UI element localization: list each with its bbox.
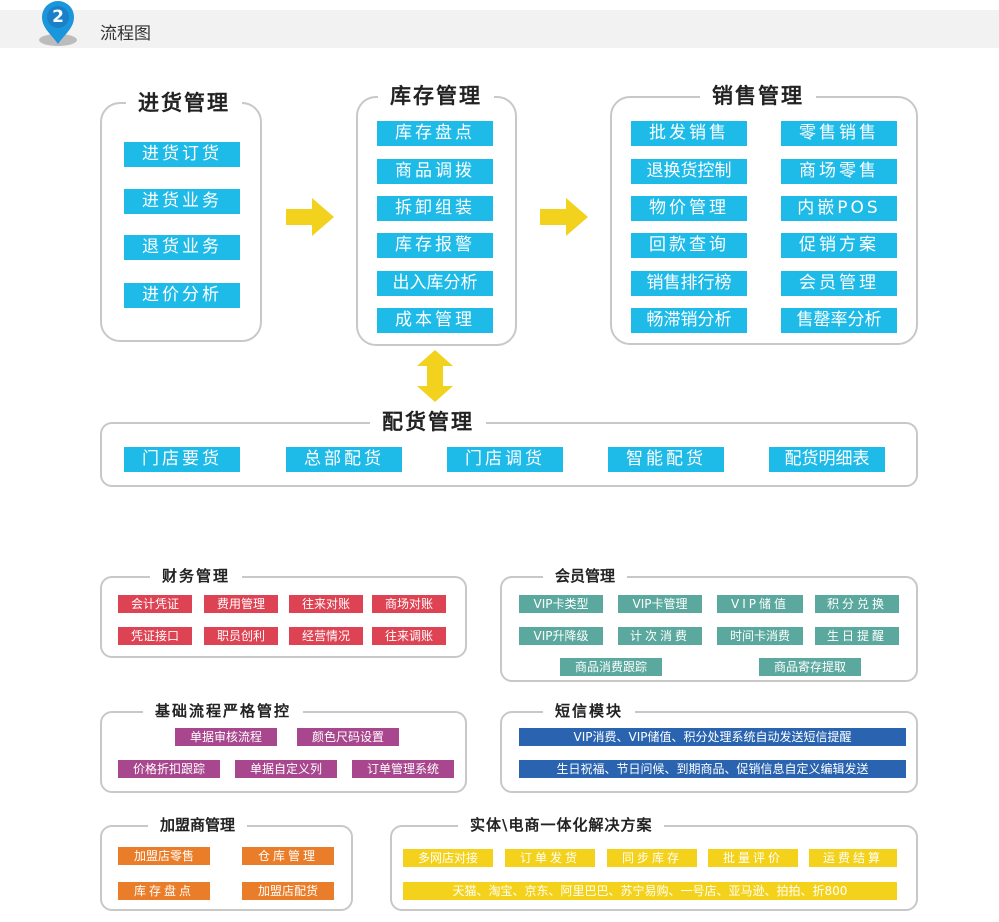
- distribution-chip[interactable]: 智能配货: [608, 447, 724, 472]
- sales-chip[interactable]: 售罄率分析: [781, 308, 897, 333]
- member-chip[interactable]: VIP升降级: [519, 627, 603, 645]
- member-chip[interactable]: 时间卡消费: [717, 627, 803, 645]
- basic-process-chip[interactable]: 单据自定义列: [235, 760, 337, 778]
- ecommerce-chip[interactable]: 同步库存: [607, 849, 697, 867]
- basic-process-chip[interactable]: 颜色尺码设置: [297, 728, 399, 746]
- inventory-chip[interactable]: 库存盘点: [377, 121, 493, 146]
- distribution-chip[interactable]: 总部配货: [286, 447, 402, 472]
- sales-chip[interactable]: 批发销售: [631, 121, 747, 146]
- step-number: 2: [52, 7, 64, 27]
- ecommerce-chip[interactable]: 多网店对接: [403, 849, 493, 867]
- ecommerce-chip[interactable]: 天猫、淘宝、京东、阿里巴巴、苏宁易购、一号店、亚马逊、拍拍、折800: [403, 882, 897, 900]
- finance-chip[interactable]: 往来调账: [372, 627, 446, 645]
- sms-chip[interactable]: VIP消费、VIP储值、积分处理系统自动发送短信提醒: [519, 728, 906, 746]
- finance-chip[interactable]: 费用管理: [204, 595, 278, 613]
- member-chip[interactable]: 商品消费跟踪: [560, 658, 662, 676]
- inventory-chip[interactable]: 出入库分析: [377, 271, 493, 296]
- distribution-chip[interactable]: 门店调货: [447, 447, 563, 472]
- ecommerce-chip[interactable]: 批量评价: [708, 849, 798, 867]
- arrow-right-icon: [286, 198, 334, 236]
- sms-group: [500, 711, 918, 793]
- sms-chip[interactable]: 生日祝福、节日问候、到期商品、促销信息自定义编辑发送: [519, 760, 906, 778]
- member-title: 会员管理: [543, 563, 628, 589]
- member-chip[interactable]: VIP卡管理: [618, 595, 702, 613]
- inventory-chip[interactable]: 成本管理: [377, 308, 493, 333]
- location-pin-icon: [39, 1, 77, 46]
- basic-process-chip[interactable]: 订单管理系统: [352, 760, 454, 778]
- sales-title: 销售管理: [700, 83, 816, 109]
- sales-chip[interactable]: 回款查询: [631, 233, 747, 258]
- inventory-chip[interactable]: 商品调拨: [377, 159, 493, 184]
- franchise-chip[interactable]: 库存盘点: [118, 882, 210, 900]
- sales-chip[interactable]: 退换货控制: [631, 159, 747, 184]
- franchise-chip[interactable]: 加盟店零售: [118, 847, 210, 865]
- distribution-chip[interactable]: 配货明细表: [769, 447, 885, 472]
- basic-process-chip[interactable]: 单据审核流程: [175, 728, 277, 746]
- purchase-chip[interactable]: 进货业务: [124, 189, 240, 214]
- ecommerce-chip[interactable]: 运费结算: [809, 849, 897, 867]
- page-title: 流程图: [100, 24, 151, 44]
- finance-chip[interactable]: 会计凭证: [118, 595, 192, 613]
- inventory-chip[interactable]: 拆卸组装: [377, 196, 493, 221]
- inventory-chip[interactable]: 库存报警: [377, 233, 493, 258]
- basic-process-chip[interactable]: 价格折扣跟踪: [118, 760, 220, 778]
- sales-chip[interactable]: 畅滞销分析: [631, 308, 747, 333]
- purchase-chip[interactable]: 进价分析: [124, 283, 240, 308]
- franchise-chip[interactable]: 加盟店配货: [242, 882, 334, 900]
- pin-badge: 2: [38, 0, 78, 48]
- member-chip[interactable]: 商品寄存提取: [759, 658, 861, 676]
- member-chip[interactable]: 生日提醒: [815, 627, 899, 645]
- arrow-right-icon: [540, 198, 588, 236]
- finance-title: 财务管理: [150, 563, 243, 589]
- sales-chip[interactable]: 内嵌POS: [781, 196, 897, 221]
- franchise-title: 加盟商管理: [148, 812, 248, 838]
- sales-chip[interactable]: 促销方案: [781, 233, 897, 258]
- distribution-chip[interactable]: 门店要货: [124, 447, 240, 472]
- finance-chip[interactable]: 经营情况: [289, 627, 363, 645]
- distribution-title: 配货管理: [370, 409, 486, 435]
- ecommerce-title: 实体\电商一体化解决方案: [458, 812, 665, 838]
- finance-chip[interactable]: 商场对账: [372, 595, 446, 613]
- sms-title: 短信模块: [543, 698, 636, 724]
- sales-chip[interactable]: 商场零售: [781, 159, 897, 184]
- member-chip[interactable]: VIP储值: [717, 595, 803, 613]
- sales-chip[interactable]: 销售排行榜: [631, 271, 747, 296]
- purchase-chip[interactable]: 退货业务: [124, 235, 240, 260]
- member-chip[interactable]: 计次消费: [618, 627, 702, 645]
- arrow-updown-icon: [417, 350, 453, 402]
- purchase-title: 进货管理: [126, 90, 242, 116]
- franchise-chip[interactable]: 仓库管理: [242, 847, 334, 865]
- sales-chip[interactable]: 物价管理: [631, 196, 747, 221]
- finance-chip[interactable]: 往来对账: [289, 595, 363, 613]
- finance-chip[interactable]: 凭证接口: [118, 627, 192, 645]
- finance-chip[interactable]: 职员创利: [204, 627, 278, 645]
- inventory-title: 库存管理: [378, 83, 494, 109]
- section-header-bar: [0, 10, 999, 48]
- member-chip[interactable]: VIP卡类型: [519, 595, 603, 613]
- sales-chip[interactable]: 会员管理: [781, 271, 897, 296]
- member-chip[interactable]: 积分兑换: [815, 595, 899, 613]
- sales-chip[interactable]: 零售销售: [781, 121, 897, 146]
- basic-process-title: 基础流程严格管控: [143, 698, 304, 724]
- purchase-chip[interactable]: 进货订货: [124, 142, 240, 167]
- ecommerce-chip[interactable]: 订单发货: [505, 849, 595, 867]
